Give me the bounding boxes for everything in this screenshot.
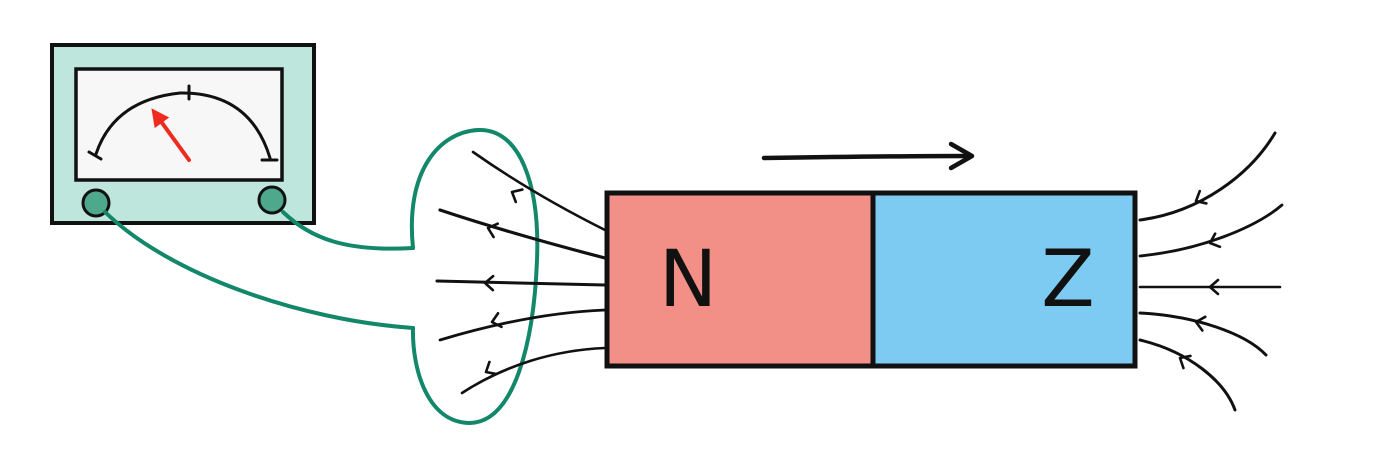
field-line [1138, 203, 1284, 258]
motion-arrow-icon [761, 141, 975, 171]
field-line [1138, 338, 1237, 412]
magnet-south-half [870, 190, 1138, 369]
field-line [438, 208, 607, 260]
field-lines-left [435, 150, 607, 395]
south-pole-label: Z [1041, 235, 1094, 325]
field-line [1138, 131, 1277, 222]
bar-magnet: N Z [604, 190, 1138, 369]
field-line [1138, 311, 1268, 357]
meter-scale-arc [94, 91, 272, 160]
galvanometer [50, 43, 316, 225]
meter-scale-tick-left [87, 150, 103, 161]
wire-lower [103, 210, 415, 330]
field-line [435, 279, 607, 287]
coil-loop [409, 127, 540, 425]
field-line [471, 150, 607, 232]
north-pole-label: N [659, 235, 717, 325]
field-lines-right [1138, 131, 1284, 412]
meter-dial-face [74, 67, 284, 182]
wire-upper [281, 210, 415, 251]
circuit-wire [103, 127, 540, 425]
meter-terminal-left [81, 188, 111, 218]
meter-terminal-right [257, 185, 287, 215]
magnet-north-half [604, 190, 876, 369]
field-line [438, 308, 607, 342]
field-line [460, 346, 607, 395]
meter-needle [151, 108, 191, 162]
